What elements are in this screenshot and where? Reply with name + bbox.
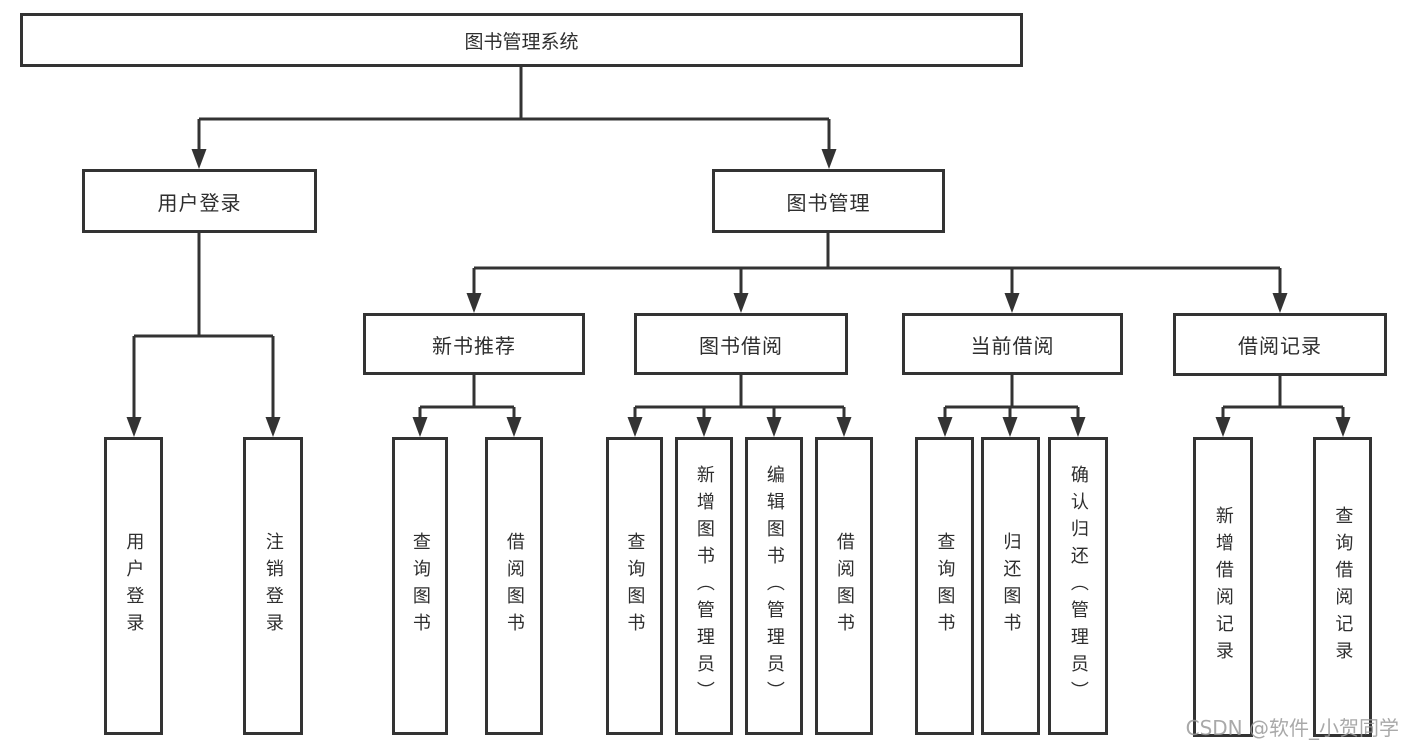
leaf-newbooks-borrow-books: 借阅图书 <box>485 437 543 735</box>
node-current-borrow-label: 当前借阅 <box>970 333 1055 358</box>
connector-bookborrow-to-leaves <box>633 374 846 421</box>
arrowhead <box>412 417 428 437</box>
leaf-newbooks-query-books-label: 查询图书 <box>409 532 431 640</box>
arrowhead <box>836 417 852 437</box>
arrowhead <box>1272 293 1288 313</box>
leaf-borrow-books-label: 借阅图书 <box>833 532 855 640</box>
connector-shafts <box>132 67 1345 421</box>
node-book-borrow-label: 图书借阅 <box>699 333 783 358</box>
node-borrow-records-label: 借阅记录 <box>1238 334 1322 358</box>
leaf-user-login-label: 用户登录 <box>123 532 145 640</box>
connector-newbooks-to-leaves <box>418 374 516 421</box>
arrowhead <box>1070 417 1086 437</box>
leaf-add-borrow-record: 新增借阅记录 <box>1193 437 1253 737</box>
arrowhead <box>1002 417 1018 437</box>
watermark: CSDN @软件_小贺同学 <box>1185 716 1399 740</box>
arrowhead <box>937 417 953 437</box>
node-new-book-recommend: 新书推荐 <box>363 313 585 375</box>
leaf-add-borrow-record-label: 新增借阅记录 <box>1212 506 1234 668</box>
node-new-book-recommend-label: 新书推荐 <box>432 333 516 358</box>
leaf-edit-books-admin-label: 编辑图书（管理员） <box>763 464 785 708</box>
node-book-borrow: 图书借阅 <box>634 313 848 375</box>
leaf-user-login: 用户登录 <box>104 437 163 735</box>
leaf-newbooks-borrow-books-label: 借阅图书 <box>503 532 525 640</box>
connector-bookmgmt-to-l2 <box>472 233 1282 297</box>
leaf-add-books-admin-label: 新增图书（管理员） <box>693 464 715 708</box>
node-root: 图书管理系统 <box>20 13 1023 67</box>
connector-userlogin-to-leaves <box>132 233 275 421</box>
node-book-management: 图书管理 <box>712 169 945 233</box>
arrowhead <box>766 417 782 437</box>
arrowhead <box>1335 417 1351 437</box>
arrowhead <box>126 417 142 437</box>
arrowhead <box>191 149 207 169</box>
leaf-current-query-books-label: 查询图书 <box>934 532 956 640</box>
leaf-confirm-return-admin: 确认归还（管理员） <box>1048 437 1108 735</box>
leaf-return-books: 归还图书 <box>981 437 1040 735</box>
leaf-edit-books-admin: 编辑图书（管理员） <box>745 437 803 735</box>
arrowhead <box>1004 293 1020 313</box>
leaf-query-borrow-record-label: 查询借阅记录 <box>1332 506 1354 668</box>
connector-root-to-l1 <box>197 67 831 153</box>
leaf-newbooks-query-books: 查询图书 <box>392 437 448 735</box>
arrowhead <box>466 293 482 313</box>
leaf-borrow-query-books: 查询图书 <box>606 437 663 735</box>
leaf-logout: 注销登录 <box>243 437 303 735</box>
connector-arrowheads <box>126 149 1351 437</box>
node-current-borrow: 当前借阅 <box>902 313 1123 375</box>
node-borrow-records: 借阅记录 <box>1173 313 1387 376</box>
arrowhead <box>821 149 837 169</box>
arrowhead <box>627 417 643 437</box>
arrowhead <box>696 417 712 437</box>
node-user-login: 用户登录 <box>82 169 317 233</box>
connector-borrowrecords-to-leaves <box>1221 376 1345 421</box>
node-root-label: 图书管理系统 <box>464 30 579 53</box>
leaf-return-books-label: 归还图书 <box>1000 532 1022 640</box>
arrowhead <box>733 293 749 313</box>
leaf-confirm-return-admin-label: 确认归还（管理员） <box>1067 464 1089 708</box>
leaf-borrow-query-books-label: 查询图书 <box>624 532 646 640</box>
leaf-add-books-admin: 新增图书（管理员） <box>675 437 733 735</box>
node-book-management-label: 图书管理 <box>786 190 871 215</box>
arrowhead <box>1215 417 1231 437</box>
node-user-login-label: 用户登录 <box>157 190 242 215</box>
leaf-logout-label: 注销登录 <box>262 532 284 640</box>
connector-currentborrow-to-leaves <box>943 375 1080 421</box>
leaf-borrow-books: 借阅图书 <box>815 437 873 735</box>
leaf-current-query-books: 查询图书 <box>915 437 974 735</box>
arrowhead <box>265 417 281 437</box>
leaf-query-borrow-record: 查询借阅记录 <box>1313 437 1372 737</box>
arrowhead <box>506 417 522 437</box>
